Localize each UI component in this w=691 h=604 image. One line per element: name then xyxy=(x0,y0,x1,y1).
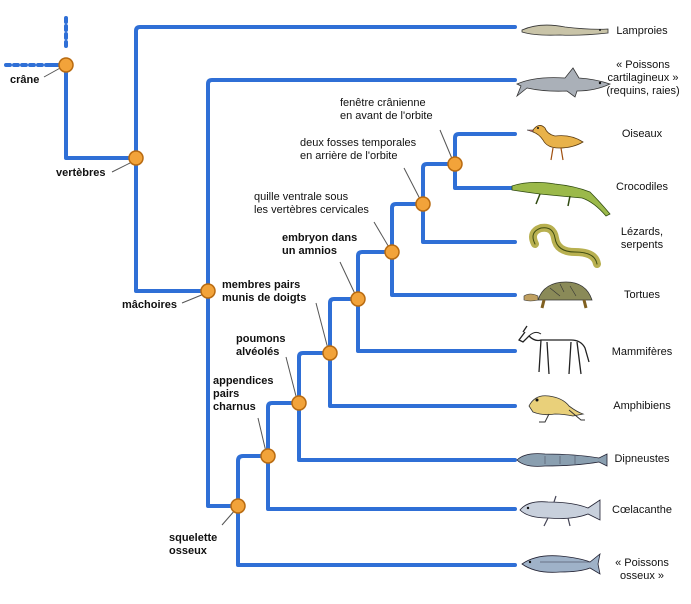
label-appendices: appendices pairs charnus xyxy=(213,375,274,413)
label-quille: quille ventrale sous les vertèbres cervi… xyxy=(254,191,369,216)
node-embryon xyxy=(350,291,366,307)
leader-poumons xyxy=(285,356,298,401)
label-leaders xyxy=(43,66,454,526)
leader-crane xyxy=(43,66,63,78)
node-crane xyxy=(58,57,74,73)
poumons-branch xyxy=(297,351,332,405)
squelette-branch xyxy=(236,454,270,508)
coelacanth-branch xyxy=(266,454,517,511)
label-embryon: embryon dans un amnios xyxy=(282,232,358,257)
bony-fish-icon xyxy=(521,553,601,575)
taxon-crocodiles: Crocodiles xyxy=(616,181,668,193)
quille-branch xyxy=(390,202,425,254)
taxon-amphibiens: Amphibiens xyxy=(613,400,671,412)
lizard-branch xyxy=(421,202,517,244)
node-poumons xyxy=(291,395,307,411)
turtle-branch xyxy=(390,250,517,297)
taxon-oiseaux: Oiseaux xyxy=(621,128,663,140)
snake-icon xyxy=(529,223,601,268)
crocodile-icon xyxy=(511,182,611,217)
branches xyxy=(4,16,517,567)
lamprey-branch xyxy=(134,25,517,160)
bird-branch xyxy=(453,132,517,166)
label-vertebres: vertèbres xyxy=(56,167,106,179)
lungfish-branch xyxy=(297,401,517,462)
taxon-tortues: Tortues xyxy=(623,289,661,301)
taxon-poissons-osseux: « Poissons osseux » xyxy=(615,557,669,582)
shark-branch xyxy=(206,78,517,293)
label-machoires: mâchoires xyxy=(122,299,178,311)
fosses-branch xyxy=(421,162,457,206)
appendices-branch xyxy=(266,401,301,458)
taxon-lezards-serpents: Lézards, serpents xyxy=(620,226,664,251)
bird-icon xyxy=(526,125,584,161)
node-appendices xyxy=(260,448,276,464)
leader-fenetre xyxy=(439,129,454,162)
lungfish-icon xyxy=(516,453,608,467)
vertebres-branch xyxy=(134,156,210,293)
node-squelette xyxy=(230,498,246,514)
crocodile-branch xyxy=(453,162,517,190)
amphibian-branch xyxy=(328,351,517,408)
shark-icon xyxy=(516,67,612,98)
label-membres-pairs: membres pairs munis de doigts xyxy=(222,279,307,304)
label-crane: crâne xyxy=(10,74,40,86)
leader-vertebres xyxy=(111,161,133,173)
horse-icon xyxy=(518,325,590,375)
node-membres xyxy=(322,345,338,361)
lamprey-icon xyxy=(521,24,609,36)
node-quille xyxy=(384,244,400,260)
taxon-dipneustes: Dipneustes xyxy=(614,453,670,465)
taxon-poissons-cartilagineux: « Poissons cartilagineux » (requins, rai… xyxy=(606,59,680,97)
taxon-mammiferes: Mammifères xyxy=(611,346,673,358)
leader-appendices xyxy=(257,417,267,453)
leader-quille xyxy=(373,221,391,250)
leader-membres xyxy=(315,302,329,350)
leader-embryon xyxy=(339,261,357,297)
node-fosses xyxy=(415,196,431,212)
turtle-icon xyxy=(523,281,593,309)
label-fosses: deux fosses temporales en arrière de l'o… xyxy=(300,137,417,162)
leader-machoires xyxy=(181,293,205,304)
taxon-coelacanthe: Cœlacanthe xyxy=(612,504,672,516)
node-machoires xyxy=(200,283,216,299)
node-vertebres xyxy=(128,150,144,166)
taxon-lamproies: Lamproies xyxy=(616,25,668,37)
leader-fosses xyxy=(403,167,422,202)
membres-branch xyxy=(328,297,360,355)
label-squelette: squelette osseux xyxy=(169,532,218,557)
label-poumons: poumons alvéolés xyxy=(236,333,286,358)
frog-icon xyxy=(528,395,585,423)
bony-fish-branch xyxy=(236,504,517,567)
coelacanth-icon xyxy=(519,495,601,527)
nodes xyxy=(58,57,463,514)
embryon-branch xyxy=(356,250,394,301)
label-fenetre: fenêtre crânienne en avant de l'orbite xyxy=(340,97,433,122)
crane-branch xyxy=(46,63,138,160)
node-fenetre xyxy=(447,156,463,172)
machoires-branch xyxy=(206,289,240,508)
mammal-branch xyxy=(356,297,517,353)
